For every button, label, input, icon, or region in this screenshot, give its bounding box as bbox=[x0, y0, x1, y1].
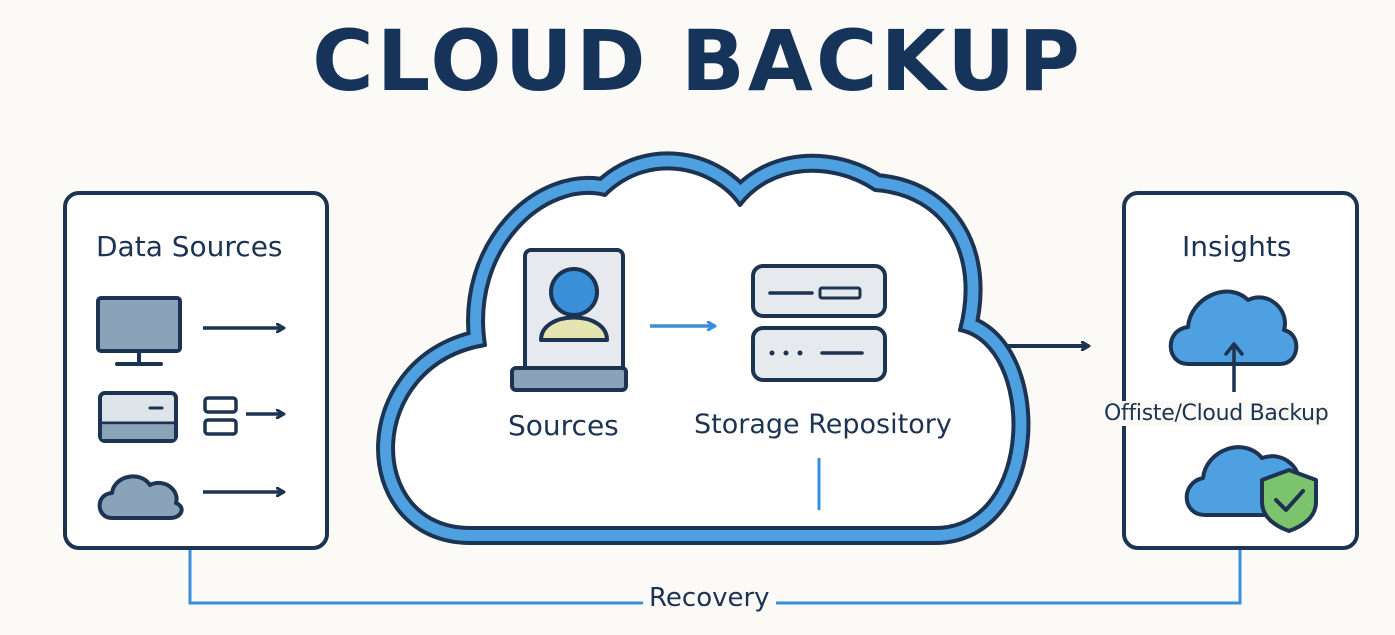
offsite-backup-label: Offiste/Cloud Backup bbox=[1104, 401, 1329, 426]
big-cloud-inner-edge bbox=[391, 166, 1016, 530]
monitor-icon bbox=[96, 296, 182, 366]
page-title: CLOUD BACKUP bbox=[312, 12, 1083, 110]
mini-server-icon bbox=[203, 396, 238, 436]
insights-panel bbox=[1122, 191, 1359, 550]
insights-heading: Insights bbox=[1182, 230, 1292, 263]
user-document-icon bbox=[510, 248, 628, 392]
shield-check-icon bbox=[1260, 468, 1318, 533]
cloud-upload-icon bbox=[1168, 289, 1299, 366]
check-mark bbox=[1274, 489, 1305, 512]
storage-repository-label: Storage Repository bbox=[694, 409, 952, 440]
storage-server-icon bbox=[751, 264, 887, 382]
recovery-label: Recovery bbox=[643, 583, 776, 613]
data-sources-panel bbox=[63, 191, 329, 550]
data-sources-heading: Data Sources bbox=[96, 230, 283, 263]
sources-label: Sources bbox=[508, 409, 619, 442]
upload-arrow-head bbox=[1224, 342, 1244, 356]
drive-icon bbox=[98, 391, 178, 443]
small-cloud-icon bbox=[97, 474, 184, 520]
